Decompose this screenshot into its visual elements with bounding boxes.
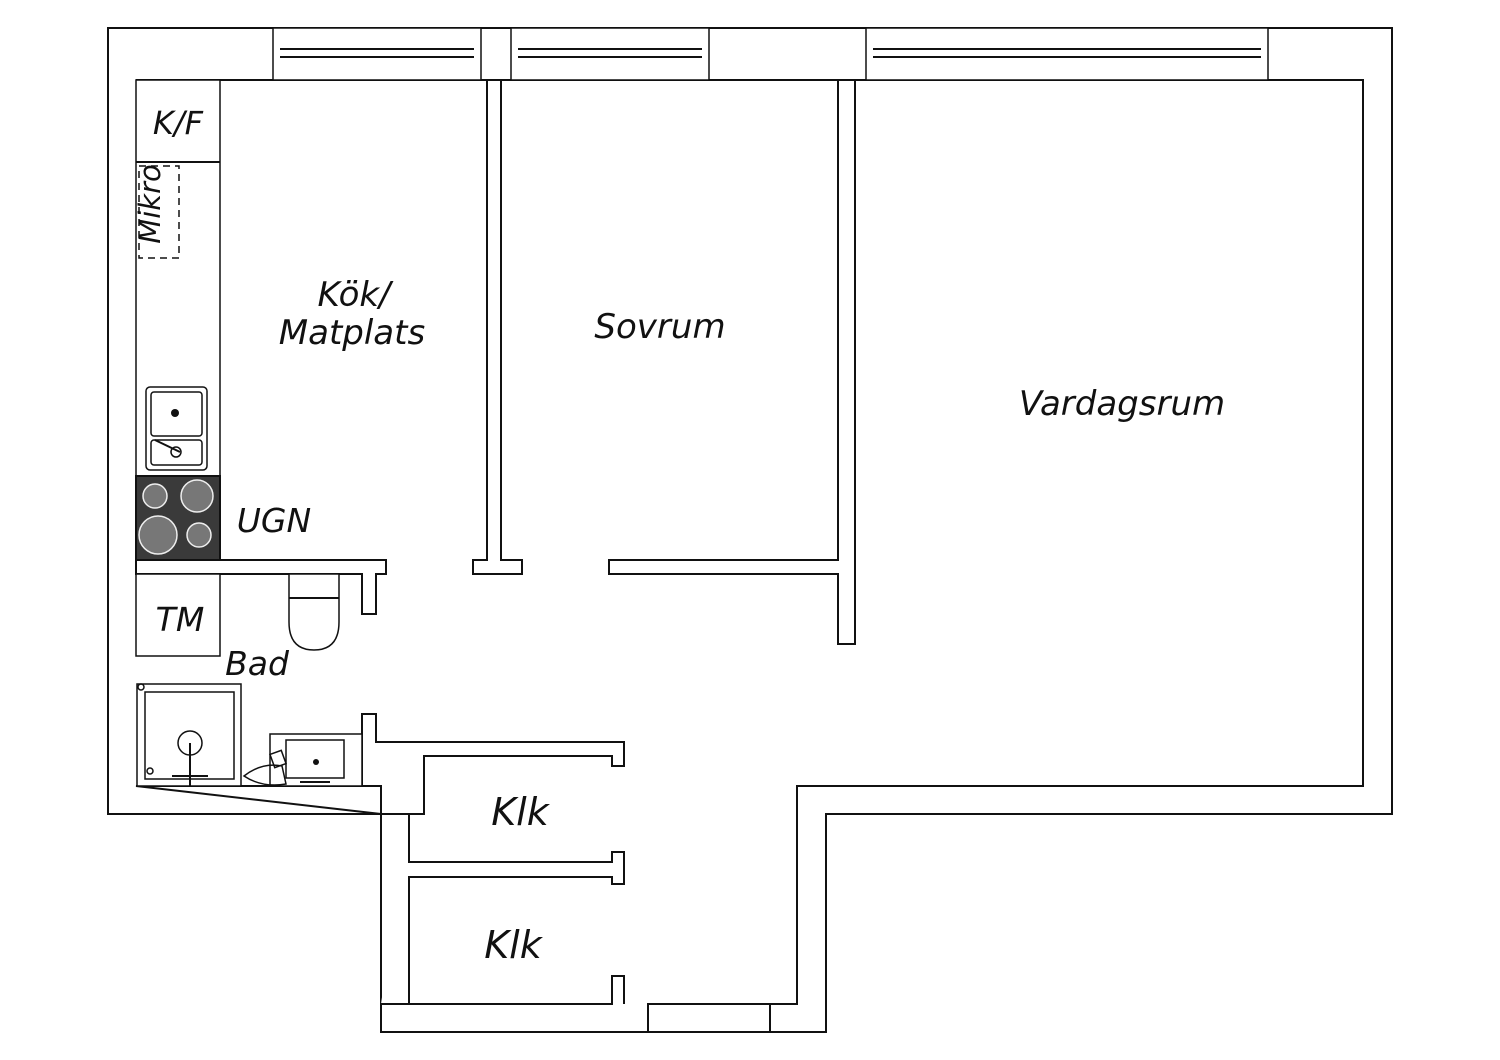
inner-wall-outline <box>135 79 1364 1032</box>
washing-machine <box>135 573 221 657</box>
label-kok-line2: Matplats <box>279 313 425 353</box>
label-kf: K/F <box>153 104 204 142</box>
wall-kitchen-bedroom <box>472 79 523 575</box>
bathroom-fixtures <box>135 573 363 787</box>
label-tm: TM <box>156 600 205 639</box>
label-bad: Bad <box>225 644 290 683</box>
microwave-outline <box>138 165 180 259</box>
label-vardagsrum: Vardagsrum <box>1019 384 1225 424</box>
fixture-labels: K/F Mikro UGN TM <box>133 104 311 639</box>
window-living-room <box>865 27 1269 81</box>
label-sovrum: Sovrum <box>594 307 725 347</box>
label-kok-line1: Kök/ <box>317 275 394 315</box>
label-klk-upper: Klk <box>491 790 550 834</box>
room-labels: Kök/ Matplats Sovrum Vardagsrum Bad Klk … <box>225 275 1225 967</box>
outer-walls <box>107 27 1393 1033</box>
kitchen-fixtures <box>135 79 221 561</box>
wall-closet-lower <box>408 877 625 1005</box>
windows <box>272 27 1269 81</box>
sink <box>145 386 208 471</box>
window-bedroom <box>510 27 710 81</box>
toilet <box>288 573 340 651</box>
wall-bath-hall <box>361 713 625 815</box>
label-klk-lower: Klk <box>484 923 543 967</box>
wall-bedroom-living <box>608 79 856 645</box>
window-kitchen <box>272 27 482 81</box>
label-ugn: UGN <box>237 501 311 540</box>
label-mikro: Mikro <box>133 164 167 244</box>
